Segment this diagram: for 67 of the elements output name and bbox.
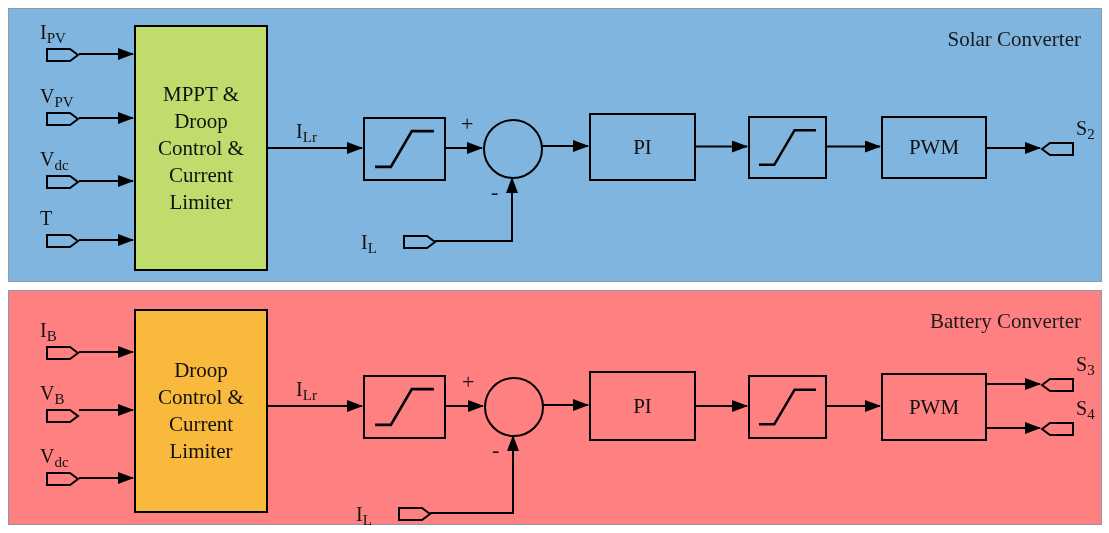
sign-label: + (461, 113, 474, 135)
signal-arrow (542, 399, 589, 411)
saturation-block (748, 116, 827, 179)
signal-arrow (694, 400, 748, 412)
summing-junction (483, 119, 543, 179)
input-port (40, 86, 80, 126)
sign-label: - (492, 439, 500, 461)
signal-label: I$_{B}$ (40, 319, 57, 341)
signal-label: T (40, 207, 53, 229)
signal-arrow (985, 422, 1041, 434)
signal-arrow (434, 177, 518, 242)
signal-arrow (825, 140, 881, 153)
signal-arrow (444, 400, 484, 412)
signal-label: S$_{3}$ (1076, 353, 1095, 375)
panel-title: Solar Converter (947, 29, 1081, 50)
signal-arrow (78, 48, 134, 60)
control-block (881, 373, 987, 441)
signal-arrow (694, 140, 748, 153)
edge-label: I$_{Lr}$ (296, 121, 317, 141)
block-label: PI (633, 133, 652, 161)
signal-arrow (985, 142, 1041, 154)
signal-arrow (78, 175, 134, 187)
input-port (40, 320, 80, 360)
signal-arrow (825, 400, 881, 412)
edge-label: I$_{Lr}$ (296, 379, 317, 399)
block-label: PWM (908, 393, 960, 421)
signal-arrow (78, 404, 134, 416)
summing-junction (484, 377, 544, 437)
input-port (40, 446, 80, 486)
signal-label: S$_{4}$ (1076, 397, 1095, 419)
block-label: PWM (908, 134, 960, 161)
control-block (134, 309, 268, 513)
signal-arrow (541, 140, 589, 152)
control-block (134, 25, 268, 271)
input-port (40, 383, 80, 423)
input-port (40, 22, 80, 62)
input-port (40, 149, 80, 189)
block-label: MPPT & Droop Control & Current Limiter (157, 80, 245, 216)
block-label: Droop Control & Current Limiter (157, 357, 245, 465)
sign-label: + (462, 371, 475, 393)
block-label: PI (633, 392, 652, 420)
signal-arrow (78, 112, 134, 124)
signal-label: I$_{PV}$ (40, 21, 66, 43)
signal-arrow (444, 142, 483, 154)
signal-label: V$_{dc}$ (40, 445, 69, 467)
saturation-block (363, 117, 446, 181)
sign-label: - (491, 181, 499, 203)
input-port (40, 208, 80, 248)
signal-arrow (985, 378, 1041, 390)
signal-arrow (78, 346, 134, 358)
signal-label: I$_{L}$ (361, 232, 377, 252)
signal-arrow (429, 435, 519, 514)
signal-label: V$_{PV}$ (40, 85, 74, 107)
signal-arrow (78, 234, 134, 246)
converter-panel (8, 290, 1102, 525)
control-block (589, 371, 696, 441)
control-block (881, 116, 987, 179)
signal-label: S$_{2}$ (1076, 117, 1095, 139)
control-block (589, 113, 696, 181)
converter-panel (8, 8, 1102, 282)
signal-label: V$_{B}$ (40, 382, 65, 404)
signal-arrow (78, 472, 134, 484)
panel-title: Battery Converter (929, 311, 1081, 332)
signal-label: I$_{L}$ (356, 504, 372, 524)
saturation-block (748, 375, 827, 439)
saturation-block (363, 375, 446, 439)
signal-label: V$_{dc}$ (40, 148, 69, 170)
